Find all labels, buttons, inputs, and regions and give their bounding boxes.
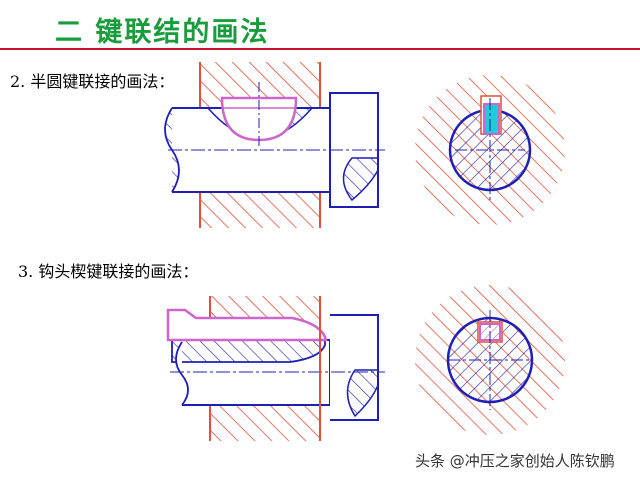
hub-lower-section-2 (210, 405, 320, 441)
gib-head-key (166, 308, 328, 342)
collar-break-section-2 (346, 369, 379, 418)
section-label-gib-head-key: 3. 钩头楔键联接的画法： (18, 262, 199, 281)
gib-head-key-cross-section (415, 285, 565, 435)
shaft-break-left-2 (175, 341, 189, 406)
collar-break-section (342, 157, 379, 202)
section-label-woodruff-key: 2. 半圆键联接的画法： (10, 72, 175, 91)
key-section (483, 103, 500, 135)
page-title: 二 键联结的画法 (55, 17, 270, 48)
hub-lower-section (200, 192, 320, 228)
title-divider (0, 48, 640, 50)
woodruff-key-longitudinal-view (164, 62, 385, 228)
watermark-text: 头条 @冲压之家创始人陈钦鹏 (415, 452, 615, 470)
woodruff-key-cross-section (415, 75, 565, 225)
gib-head-key-longitudinal-view (166, 296, 385, 441)
